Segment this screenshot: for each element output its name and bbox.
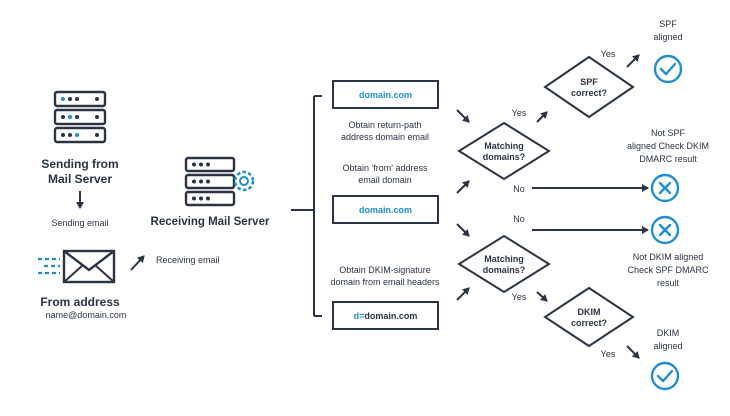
edge-yes-dkim: Yes (601, 349, 616, 359)
outcome-not-spf-line2: aligned Check DKIM (627, 141, 709, 151)
step-return-path-line1: Obtain return-path (348, 120, 421, 130)
outcome-not-dkim-line3: result (657, 278, 680, 288)
domain-box-middle (332, 195, 439, 224)
edge-no-bottom: No (513, 214, 525, 224)
check-icon (650, 361, 680, 391)
edge-no-top: No (513, 184, 525, 194)
decision-dkim (543, 286, 635, 348)
outcome-spf-aligned-line1: SPF (659, 19, 677, 29)
decision-matching-top-line1: Matching (484, 141, 524, 151)
domain-box-bottom-text: d=domain.com (354, 311, 418, 321)
decision-dkim-line2: correct? (571, 318, 607, 328)
outcome-not-spf-line3: DMARC result (639, 154, 697, 164)
edge-yes-matching-top: Yes (512, 108, 527, 118)
receiving-arrow (130, 255, 145, 271)
domain-box-bottom (332, 301, 439, 330)
step-from-domain-line1: Obtain 'from' address (343, 163, 428, 173)
outcome-not-dkim-line2: Check SPF DMARC (627, 265, 709, 275)
decision-matching-bottom (457, 234, 551, 294)
sender-title-line1: Sending from (41, 157, 118, 171)
cross-icon (650, 215, 680, 245)
decision-matching-bottom-line1: Matching (484, 254, 524, 264)
motion-lines (38, 257, 60, 275)
decision-edges (532, 54, 649, 359)
outcome-not-dkim-line1: Not DKIM aligned (633, 252, 704, 262)
gear-icon (233, 170, 255, 192)
outcome-spf-aligned-line2: aligned (653, 32, 682, 42)
domain-box-bottom-prefix: d= (354, 311, 365, 321)
decision-spf-line2: correct? (571, 88, 607, 98)
sender-title-line2: Mail Server (48, 172, 112, 186)
domain-box-bottom-domain: domain.com (364, 311, 417, 321)
receiving-email-label: Receiving email (156, 255, 220, 265)
outcome-not-spf-line1: Not SPF (651, 128, 686, 138)
sending-email-label: Sending email (51, 218, 108, 228)
edge-yes-matching-bottom: Yes (512, 292, 527, 302)
check-icon (653, 54, 683, 84)
domain-box-middle-text: domain.com (359, 205, 412, 215)
edge-yes-spf: Yes (601, 49, 616, 59)
sending-server-lights (61, 97, 99, 137)
sending-server-icon (53, 90, 107, 144)
step-from-domain-line2: email domain (358, 175, 412, 185)
step-dkim-domain-line1: Obtain DKIM-signature (339, 265, 431, 275)
decision-spf-line1: SPF (580, 77, 598, 87)
step-dkim-domain-line2: domain from email headers (330, 277, 440, 287)
domain-box-top-text: domain.com (359, 90, 412, 100)
decision-matching-bottom-line2: domains? (483, 265, 526, 275)
outcome-dkim-aligned-line2: aligned (653, 341, 682, 351)
envelope-icon (62, 249, 116, 284)
decision-dkim-line1: DKIM (578, 307, 601, 317)
step-arrows (456, 109, 470, 301)
receiving-server-icon (184, 156, 236, 207)
domain-box-top (332, 80, 439, 109)
branch-bracket (291, 95, 322, 317)
outcome-dkim-aligned-line1: DKIM (657, 328, 680, 338)
cross-icon (650, 173, 680, 203)
receiving-server-lights (192, 162, 210, 201)
from-email: name@domain.com (46, 310, 127, 320)
from-title: From address (40, 295, 120, 309)
receiver-title: Receiving Mail Server (151, 216, 270, 228)
decision-matching-top-line2: domains? (483, 152, 526, 162)
step-return-path-line2: address domain email (341, 132, 429, 142)
decision-matching-top (457, 121, 551, 181)
decision-spf (543, 55, 635, 119)
